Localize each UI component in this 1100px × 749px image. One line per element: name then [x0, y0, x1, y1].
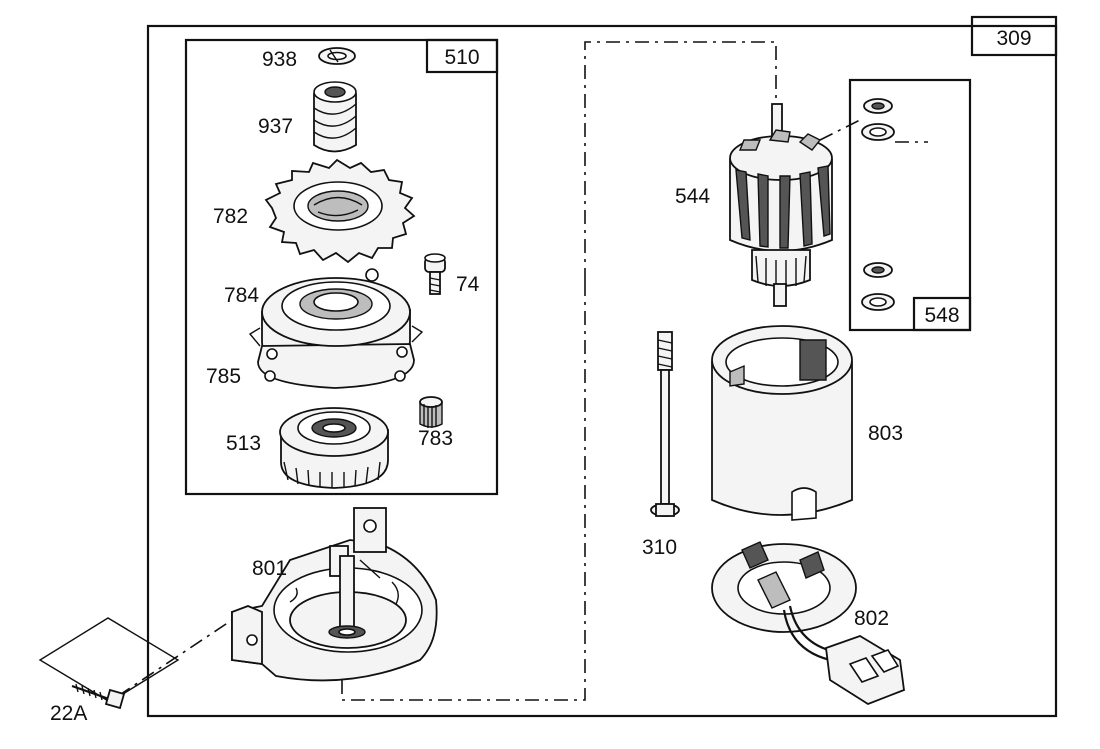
drive-subassembly-label-box: 510 [425, 38, 499, 74]
drive-subassembly-label: 510 [444, 46, 479, 69]
armature-connector-line [584, 41, 777, 282]
part-label-937: 937 [258, 115, 293, 138]
part-label-802: 802 [854, 607, 889, 630]
brush-plate-part [711, 541, 905, 706]
part-label-310: 310 [642, 536, 677, 559]
part-label-783: 783 [418, 427, 453, 450]
part-label-784: 784 [224, 284, 259, 307]
small-gear-part [419, 396, 443, 428]
clutch-assembly-part [279, 407, 389, 489]
drive-end-housing-part [231, 507, 438, 682]
armature-part [729, 103, 833, 307]
drive-subassembly-frame [184, 38, 499, 496]
part-label-544: 544 [675, 185, 710, 208]
pinion-gear-part [264, 158, 416, 264]
screw-part [424, 253, 446, 295]
part-label-785: 785 [206, 365, 241, 388]
assembly-label: 309 [996, 27, 1031, 50]
brush-subassembly-label: 548 [924, 304, 959, 327]
housing-connector-line [341, 282, 586, 701]
brush-subassembly-label-box: 548 [912, 296, 972, 332]
brush-subassembly-frame [848, 78, 972, 332]
mounting-bolt-part [38, 617, 180, 710]
assembly-frame [146, 24, 1058, 718]
part-label-803: 803 [868, 422, 903, 445]
washer-connector-line [819, 119, 861, 141]
part-label-74: 74 [456, 273, 480, 296]
helical-drive-nut-part [313, 81, 357, 153]
part-label-513: 513 [226, 432, 261, 455]
assembly-label-box: 309 [970, 15, 1058, 57]
part-label-801: 801 [252, 557, 287, 580]
washers-part [861, 98, 895, 311]
motor-housing-part [711, 325, 853, 521]
through-bolt-part [650, 331, 680, 517]
drive-housing-part [248, 268, 424, 389]
part-label-22a: 22A [50, 702, 87, 725]
retaining-ring-part [318, 47, 356, 65]
part-label-938: 938 [262, 48, 297, 71]
part-label-782: 782 [213, 205, 248, 228]
